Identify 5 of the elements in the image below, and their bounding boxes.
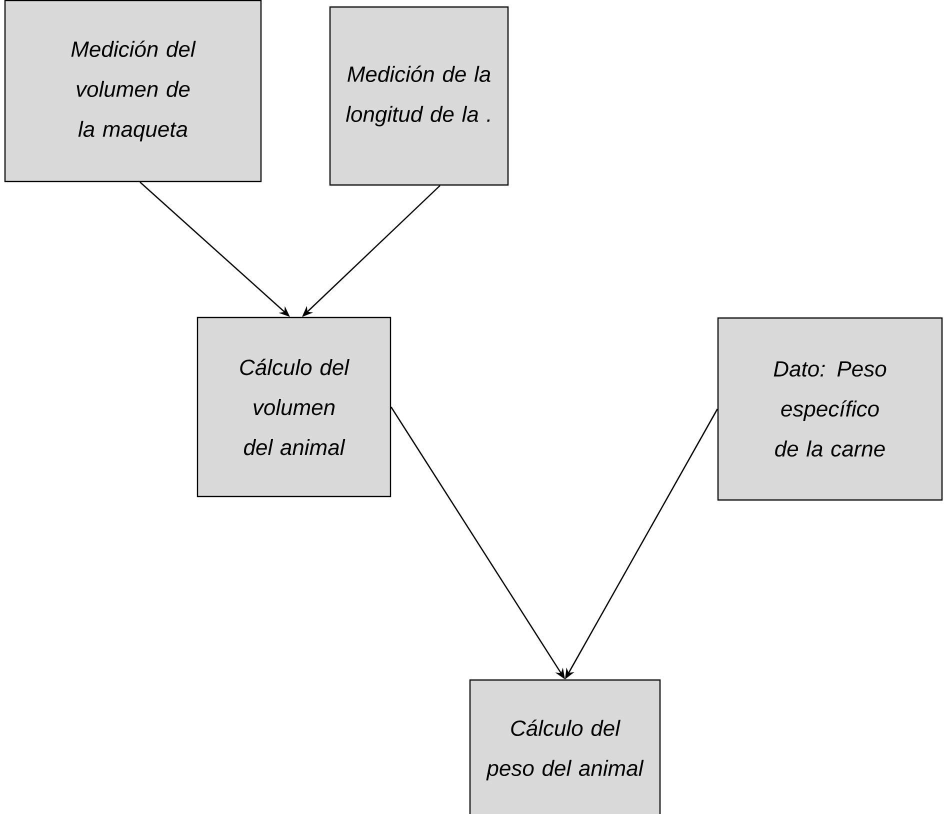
process-box: Cálculo del volumen del animal	[196, 316, 392, 498]
process-box: Medición de la longitud de la .	[329, 6, 509, 186]
process-box: Medición del volumen de la maqueta	[4, 0, 262, 182]
process-box: Dato: Peso específico de la carne	[717, 317, 943, 501]
process-box: Cálculo del peso del animal	[469, 679, 661, 814]
